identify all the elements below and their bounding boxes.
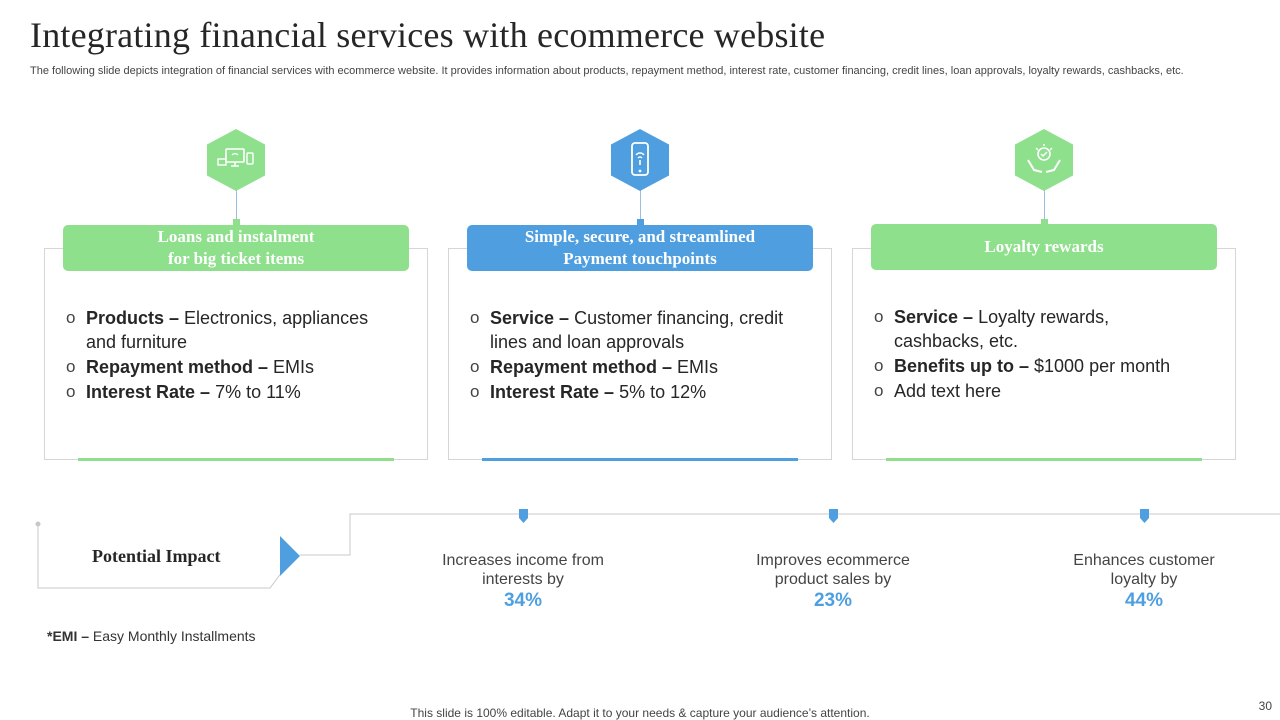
card-title-loans: Loans and instalment for big ticket item… [63, 225, 409, 271]
impact-percentage: 44% [1124, 590, 1164, 611]
smartphone-icon [611, 129, 669, 191]
connector-dot [637, 219, 644, 226]
card-payments [448, 248, 832, 461]
card-title-line2: Payment touchpoints [563, 249, 717, 268]
card-title-line1: Loans and instalment [157, 227, 315, 246]
impact-marker [829, 509, 838, 523]
impact-item-sales: Improves ecommerce product sales by 23% [728, 551, 938, 613]
page-title: Integrating financial services with ecom… [30, 15, 826, 55]
card-underline [78, 458, 394, 461]
connector-line [1044, 190, 1045, 226]
card-title-loyalty: Loyalty rewards [871, 224, 1217, 270]
card-title-payments: Simple, secure, and streamlined Payment … [467, 225, 813, 271]
card-loans [44, 248, 428, 461]
card-title-line2: for big ticket items [167, 249, 305, 268]
footnote: *EMI – Easy Monthly Installments [47, 628, 256, 644]
connector-line [640, 190, 641, 226]
impact-label: Potential Impact [92, 546, 221, 566]
connector-dot [233, 219, 240, 226]
hands-reward-icon [1015, 129, 1073, 191]
card-title-line1: Simple, secure, and streamlined [524, 227, 756, 246]
impact-connector-lines [35, 513, 1280, 589]
card-title-line1: Loyalty rewards [984, 237, 1104, 256]
connector-dot [1041, 219, 1048, 226]
card-underline [886, 458, 1202, 461]
page-number: 30 [1258, 699, 1272, 713]
impact-item-income: Increases income from interests by 34% [418, 551, 628, 613]
impact-percentage: 34% [503, 590, 543, 611]
impact-marker [519, 509, 528, 523]
connector-line [236, 190, 237, 226]
impact-marker [1140, 509, 1149, 523]
page-subtitle: The following slide depicts integration … [30, 65, 1184, 77]
footer-text: This slide is 100% editable. Adapt it to… [410, 706, 870, 720]
impact-item-loyalty: Enhances customer loyalty by 44% [1039, 551, 1249, 613]
card-underline [482, 458, 798, 461]
card-loyalty [852, 248, 1236, 461]
devices-icon [207, 129, 265, 191]
impact-percentage: 23% [813, 590, 853, 611]
